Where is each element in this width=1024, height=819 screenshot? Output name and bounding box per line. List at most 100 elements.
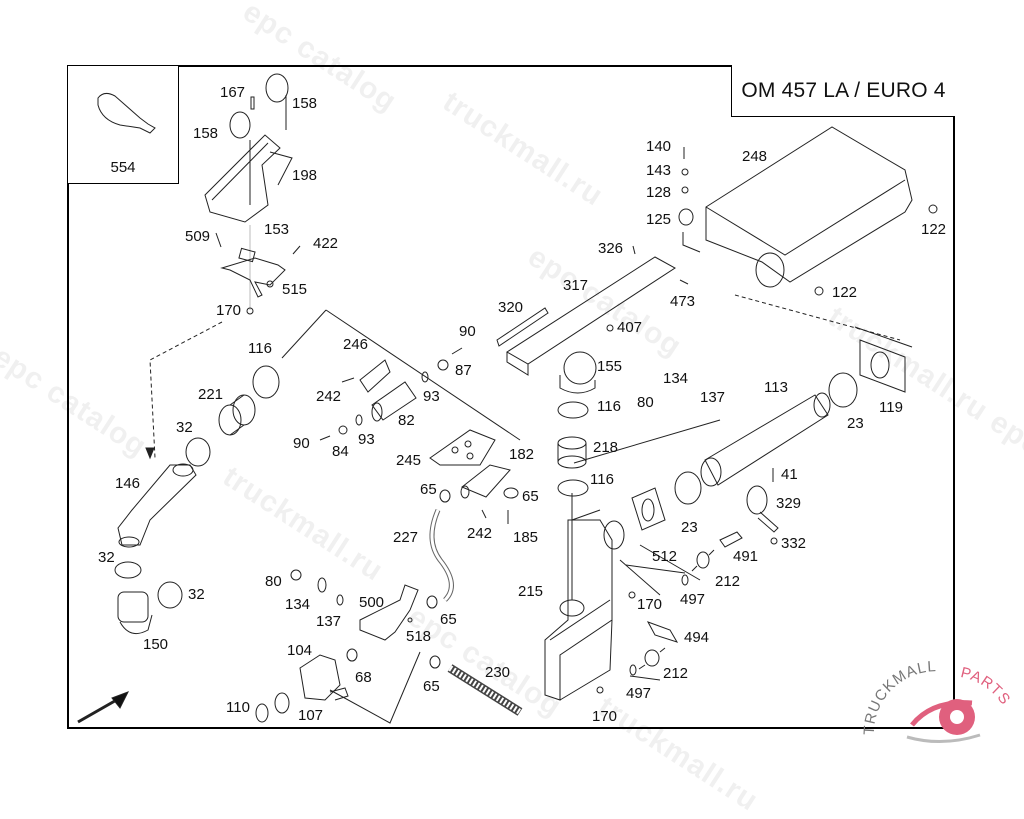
callout[interactable]: 212 (663, 665, 689, 682)
callout[interactable]: 167 (220, 84, 246, 101)
callout[interactable]: 134 (285, 596, 311, 613)
callout[interactable]: 221 (198, 386, 224, 403)
callout[interactable]: 87 (455, 362, 472, 379)
callout[interactable]: 242 (316, 388, 342, 405)
callout[interactable]: 65 (420, 481, 437, 498)
part-407-nut (606, 324, 614, 332)
callout[interactable]: 170 (592, 708, 618, 725)
callout[interactable]: 82 (398, 412, 415, 429)
callout[interactable]: 153 (264, 221, 290, 238)
callout[interactable]: 116 (590, 471, 614, 488)
inset-part-number[interactable]: 554 (110, 159, 136, 176)
callout[interactable]: 84 (332, 443, 349, 460)
callout[interactable]: 497 (626, 685, 652, 702)
callout[interactable]: 116 (597, 398, 621, 415)
part-116-clamp (557, 479, 589, 497)
part-93-oring (421, 371, 429, 383)
part-422-bolt (292, 245, 301, 255)
callout[interactable]: 326 (598, 240, 624, 257)
callout[interactable]: 248 (742, 148, 768, 165)
callout[interactable]: 242 (467, 525, 493, 542)
part-221-bellows (218, 394, 256, 436)
callout[interactable]: 497 (680, 591, 706, 608)
part-198-heat-shield (204, 134, 293, 223)
callout[interactable]: 158 (292, 95, 318, 112)
part-158-clamp (265, 73, 289, 103)
callout[interactable]: 146 (115, 475, 141, 492)
callout[interactable]: 140 (646, 138, 672, 155)
callout[interactable]: 182 (509, 446, 535, 463)
callout[interactable]: 143 (646, 162, 672, 179)
callout[interactable]: 125 (646, 211, 672, 228)
callout[interactable]: 422 (313, 235, 339, 252)
callout[interactable]: 185 (513, 529, 539, 546)
callout[interactable]: 137 (316, 613, 342, 630)
callout[interactable]: 500 (359, 594, 385, 611)
callout[interactable]: 512 (652, 548, 678, 565)
callout[interactable]: 245 (396, 452, 422, 469)
part-182-filter (460, 464, 511, 499)
callout[interactable]: 320 (498, 299, 524, 316)
part-137-washer (336, 594, 344, 606)
callout[interactable]: 332 (781, 535, 807, 552)
callout[interactable]: 198 (292, 167, 318, 184)
callout[interactable]: 128 (646, 184, 672, 201)
part-242-bolt (341, 377, 355, 383)
callout[interactable]: 215 (518, 583, 544, 600)
callout[interactable]: 65 (423, 678, 440, 695)
callout[interactable]: 32 (98, 549, 115, 566)
part-122-grommet (928, 204, 938, 214)
callout[interactable]: 170 (216, 302, 242, 319)
callout[interactable]: 32 (188, 586, 205, 603)
callout[interactable]: 93 (358, 431, 375, 448)
part-170-nut (596, 686, 604, 694)
callout[interactable]: 317 (563, 277, 589, 294)
callout[interactable]: 107 (298, 707, 324, 724)
part-494-bracket (646, 621, 679, 643)
callout[interactable]: 515 (282, 281, 308, 298)
callout[interactable]: 134 (663, 370, 689, 387)
callout[interactable]: 113 (764, 379, 788, 396)
callout[interactable]: 230 (485, 664, 511, 681)
callout[interactable]: 68 (355, 669, 372, 686)
callout[interactable]: 473 (670, 293, 696, 310)
callout[interactable]: 494 (684, 629, 710, 646)
callout[interactable]: 158 (193, 125, 219, 142)
callout[interactable]: 150 (143, 636, 169, 653)
callout[interactable]: 407 (617, 319, 643, 336)
callout[interactable]: 41 (781, 466, 798, 483)
callout[interactable]: 90 (459, 323, 476, 340)
callout[interactable]: 23 (681, 519, 698, 536)
callout[interactable]: 509 (185, 228, 211, 245)
part-158-clamp (229, 111, 251, 139)
callout[interactable]: 246 (343, 336, 369, 353)
callout[interactable]: 518 (406, 628, 432, 645)
callout[interactable]: 80 (637, 394, 654, 411)
part-65-clamp (429, 655, 441, 669)
callout[interactable]: 116 (248, 340, 272, 357)
callout[interactable]: 212 (715, 573, 741, 590)
callout[interactable]: 137 (700, 389, 726, 406)
callout[interactable]: 122 (921, 221, 947, 238)
callout[interactable]: 90 (293, 435, 310, 452)
part-87-fitting (437, 359, 449, 371)
part-125-grommet (678, 208, 694, 226)
callout[interactable]: 155 (597, 358, 623, 375)
callout[interactable]: 218 (593, 439, 619, 456)
callout[interactable]: 80 (265, 573, 282, 590)
callout[interactable]: 170 (637, 596, 663, 613)
callout[interactable]: 104 (287, 642, 313, 659)
callout[interactable]: 491 (733, 548, 759, 565)
callout[interactable]: 119 (879, 399, 903, 416)
callout[interactable]: 65 (440, 611, 457, 628)
callout[interactable]: 65 (522, 488, 539, 505)
part-84-fitting (338, 425, 348, 435)
callout[interactable]: 122 (832, 284, 858, 301)
callout[interactable]: 23 (847, 415, 864, 432)
callout[interactable]: 227 (393, 529, 419, 546)
diagram-frame (67, 65, 955, 729)
callout[interactable]: 329 (776, 495, 802, 512)
callout[interactable]: 32 (176, 419, 193, 436)
callout[interactable]: 93 (423, 388, 440, 405)
callout[interactable]: 110 (226, 699, 250, 716)
